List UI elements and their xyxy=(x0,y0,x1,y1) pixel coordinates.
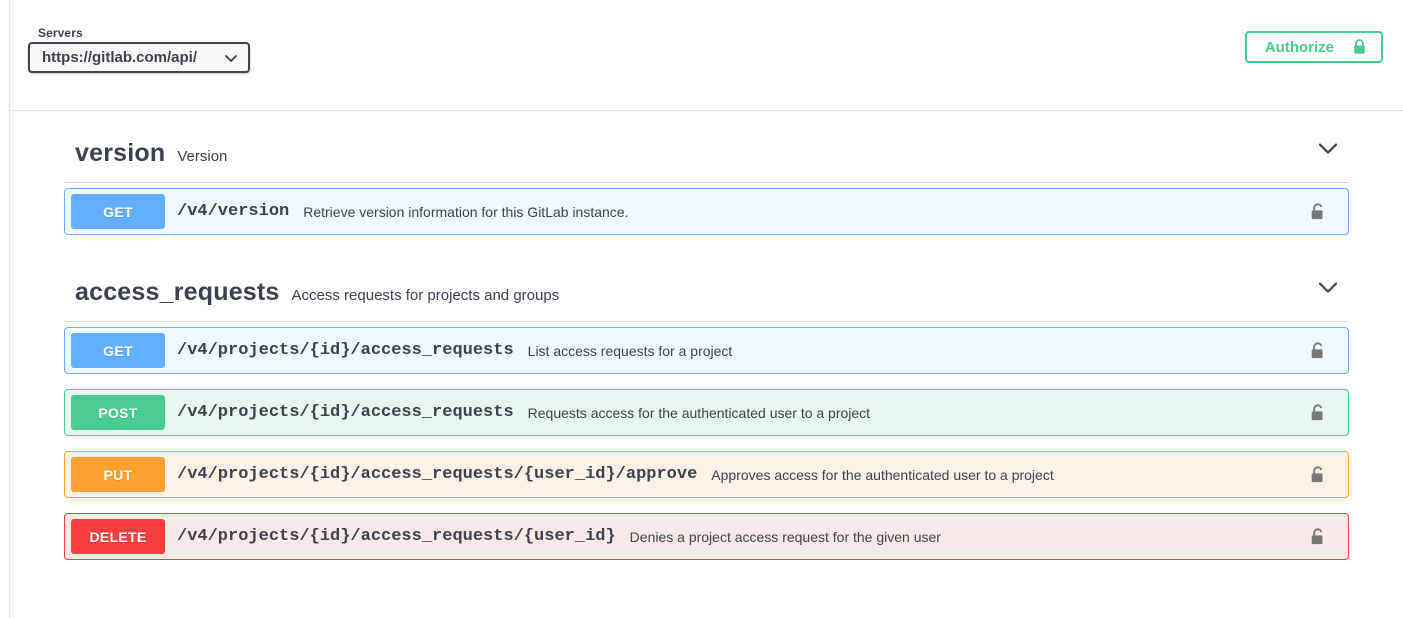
tag-description: Access requests for projects and groups xyxy=(291,287,560,304)
operation-method-badge: GET xyxy=(71,333,165,368)
unlocked-padlock-icon[interactable] xyxy=(1309,202,1326,222)
page-left-border xyxy=(9,0,10,618)
operation-row[interactable]: GET /v4/version Retrieve version informa… xyxy=(64,188,1349,235)
chevron-down-icon xyxy=(223,50,239,66)
operation-list-access-requests: GET /v4/projects/{id}/access_requests Li… xyxy=(30,322,1383,560)
unlocked-padlock-icon[interactable] xyxy=(1309,527,1326,547)
tag-name: access_requests xyxy=(75,278,280,306)
operation-method-badge: GET xyxy=(71,194,165,229)
operation-method-badge: PUT xyxy=(71,457,165,492)
authorize-button[interactable]: Authorize xyxy=(1244,31,1383,63)
tag-section-version: version Version GET /v4/version Retrieve… xyxy=(30,111,1383,235)
tag-section-access-requests: access_requests Access requests for proj… xyxy=(30,250,1383,560)
tag-header-access-requests[interactable]: access_requests Access requests for proj… xyxy=(30,250,1383,321)
tag-header-version[interactable]: version Version xyxy=(30,111,1383,182)
tag-divider xyxy=(64,321,1349,322)
operation-path: /v4/projects/{id}/access_requests/{user_… xyxy=(177,465,698,484)
chevron-down-icon[interactable] xyxy=(1315,279,1341,295)
authorize-button-label: Authorize xyxy=(1264,38,1334,56)
servers-block: Servers https://gitlab.com/api/ xyxy=(28,26,250,73)
operation-path: /v4/projects/{id}/access_requests xyxy=(177,403,514,422)
tag-description: Version xyxy=(177,148,228,165)
unlocked-padlock-icon[interactable] xyxy=(1309,341,1326,361)
operation-summary: Retrieve version information for this Gi… xyxy=(303,203,629,220)
operation-summary: List access requests for a project xyxy=(527,342,733,359)
unlocked-padlock-icon[interactable] xyxy=(1309,403,1326,423)
operation-method-badge: POST xyxy=(71,395,165,430)
tag-name: version xyxy=(75,139,166,167)
server-select[interactable]: https://gitlab.com/api/ xyxy=(28,42,250,73)
operation-summary: Denies a project access request for the … xyxy=(629,528,941,545)
operation-path: /v4/projects/{id}/access_requests/{user_… xyxy=(177,527,616,546)
operation-list-version: GET /v4/version Retrieve version informa… xyxy=(30,183,1383,235)
lock-icon xyxy=(1352,38,1367,56)
operation-row[interactable]: DELETE /v4/projects/{id}/access_requests… xyxy=(64,513,1349,560)
operation-row[interactable]: POST /v4/projects/{id}/access_requests R… xyxy=(64,389,1349,436)
operation-summary: Approves access for the authenticated us… xyxy=(711,466,1054,483)
operation-path: /v4/version xyxy=(177,202,290,221)
tag-divider xyxy=(64,182,1349,183)
operation-path: /v4/projects/{id}/access_requests xyxy=(177,341,514,360)
api-sections: version Version GET /v4/version Retrieve… xyxy=(10,111,1403,560)
operation-row[interactable]: PUT /v4/projects/{id}/access_requests/{u… xyxy=(64,451,1349,498)
scheme-container: Servers https://gitlab.com/api/ Authoriz… xyxy=(10,0,1403,111)
operation-summary: Requests access for the authenticated us… xyxy=(527,404,871,421)
unlocked-padlock-icon[interactable] xyxy=(1309,465,1326,485)
server-select-value: https://gitlab.com/api/ xyxy=(42,49,198,66)
chevron-down-icon[interactable] xyxy=(1315,140,1341,156)
operation-method-badge: DELETE xyxy=(71,519,165,554)
operation-row[interactable]: GET /v4/projects/{id}/access_requests Li… xyxy=(64,327,1349,374)
servers-label: Servers xyxy=(38,26,83,40)
